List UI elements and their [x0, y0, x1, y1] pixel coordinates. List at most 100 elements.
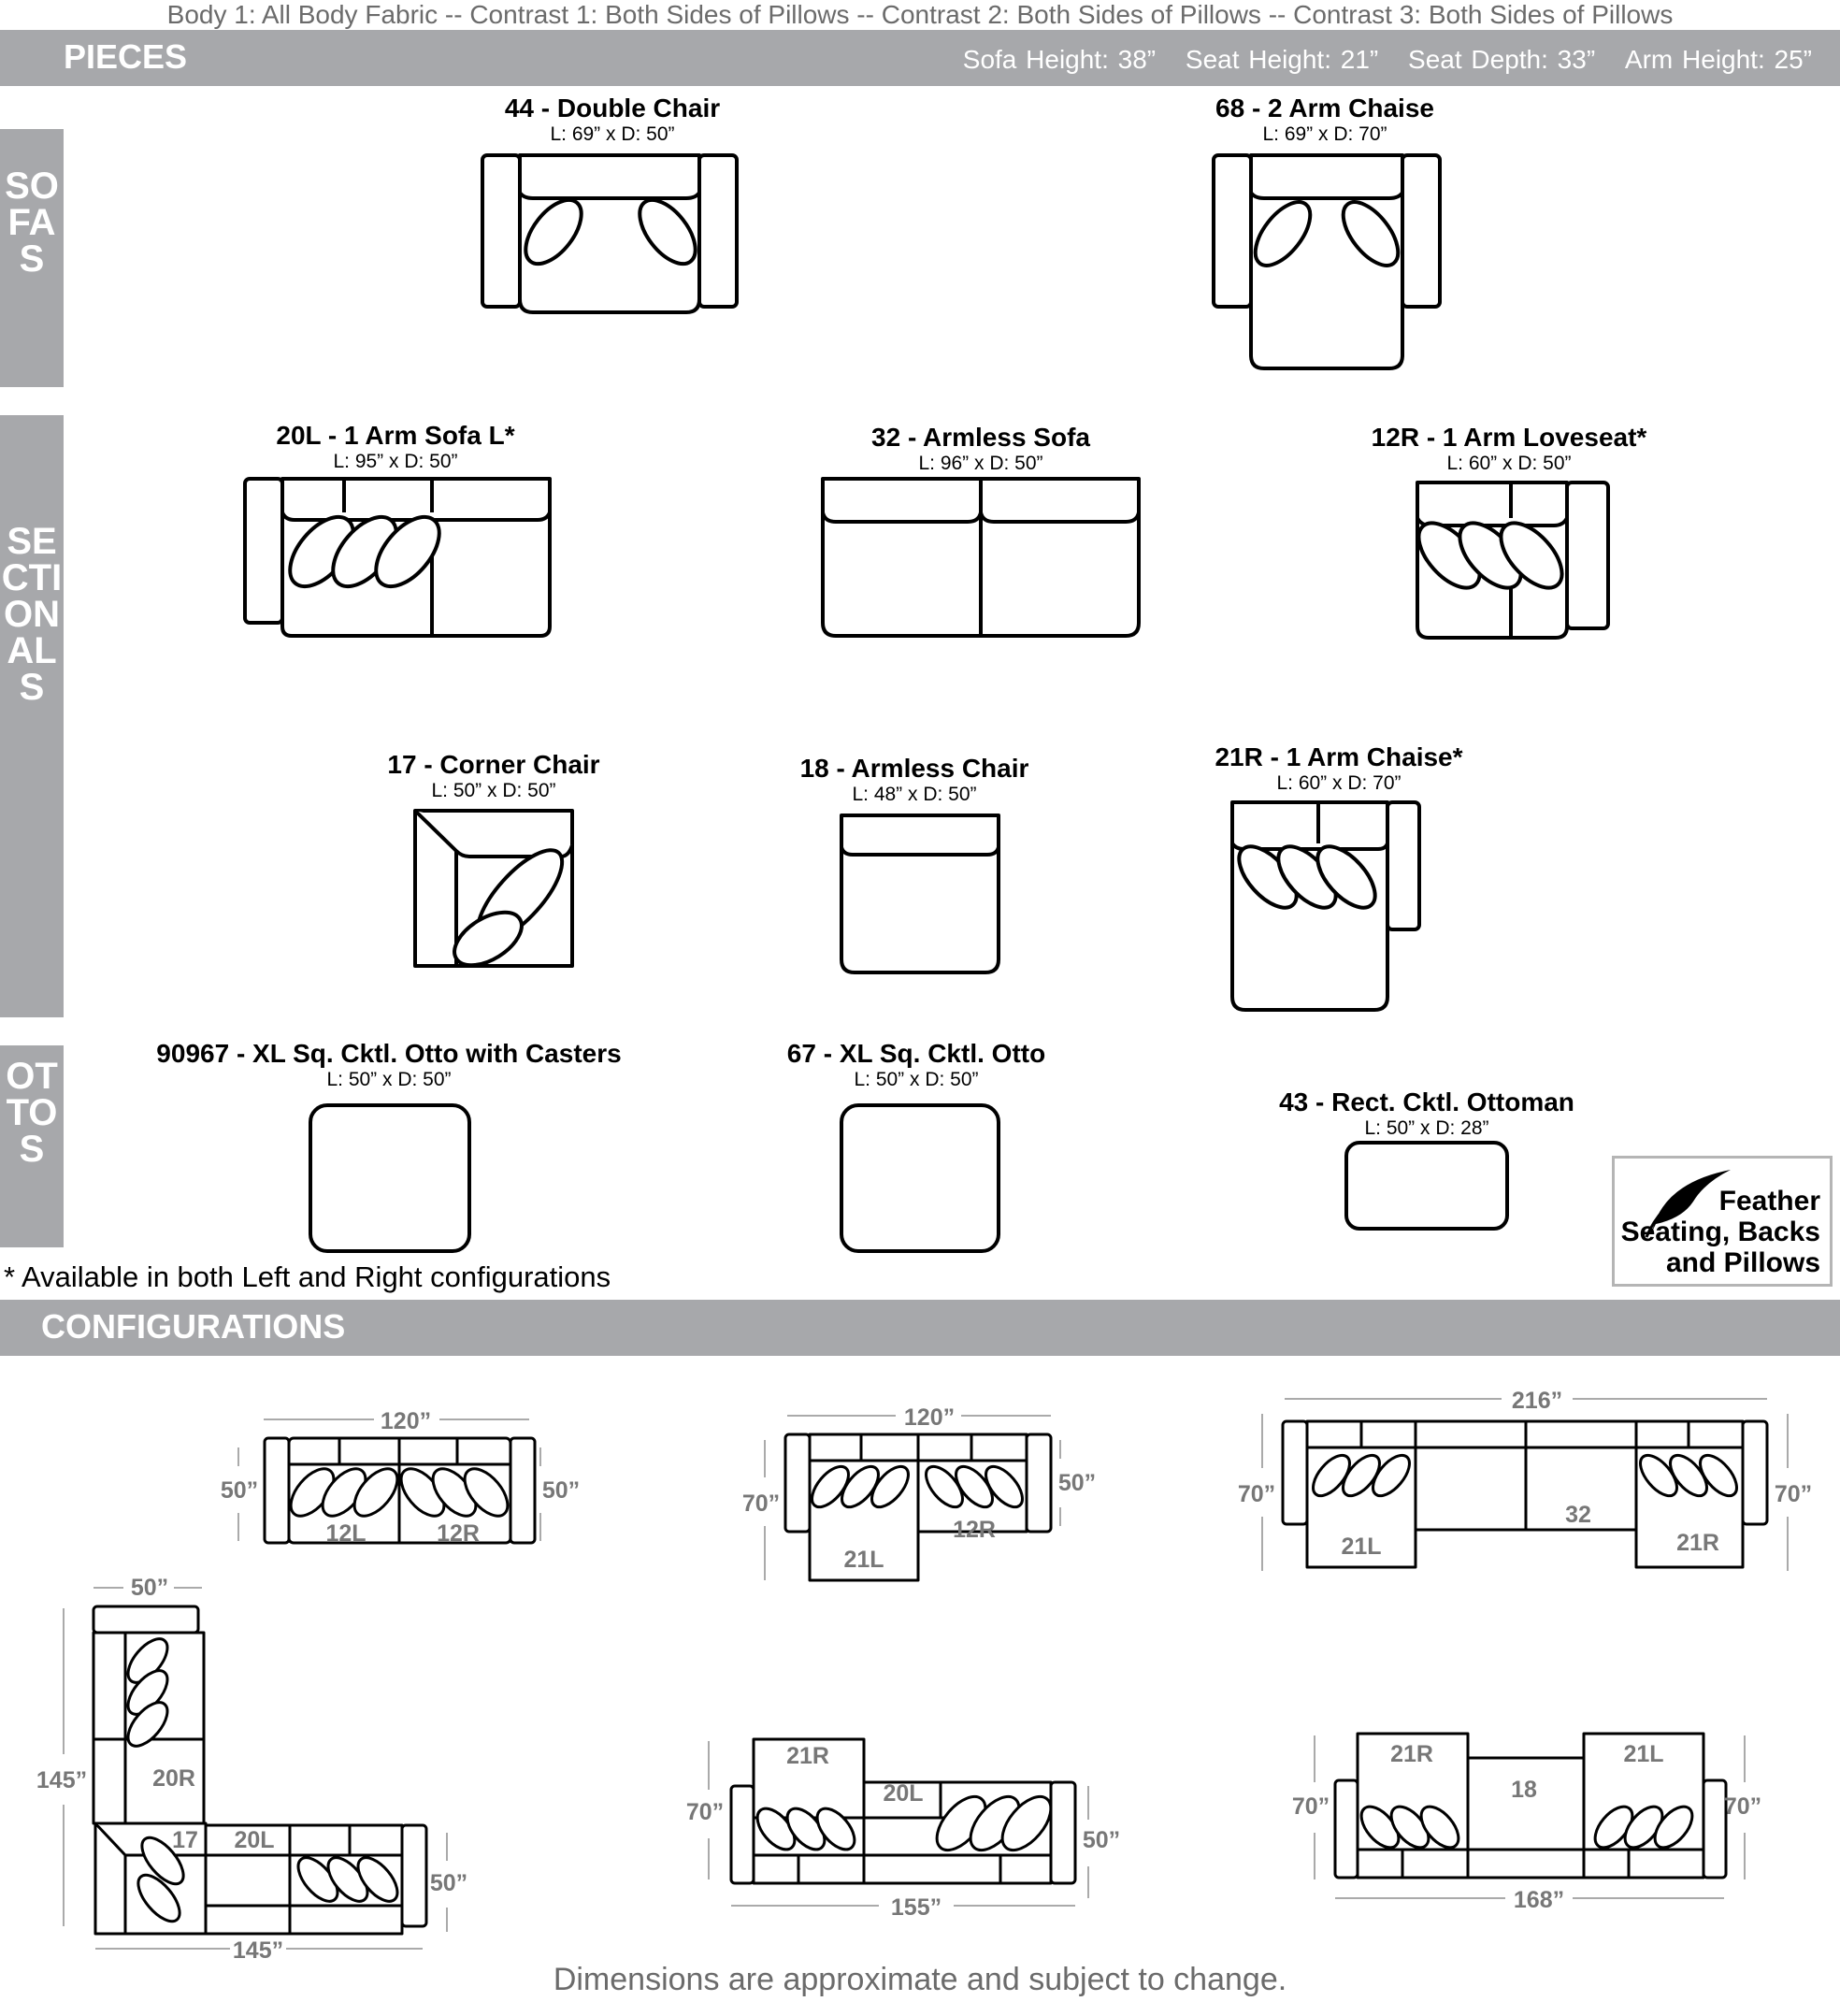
config-4-top-width: 50”: [131, 1575, 168, 1601]
seat-depth-spec: Seat Depth: 33”: [1408, 45, 1596, 74]
one-arm-sofa-l-drawing: [243, 477, 552, 638]
piece-44: 44 - Double Chair L: 69” x D: 50”: [407, 94, 818, 146]
ottos-side-label: OTTOS: [6, 1056, 58, 1170]
piece-title: 21R - 1 Arm Chaise*: [1215, 742, 1463, 771]
config-4-width: 145”: [233, 1937, 283, 1964]
one-arm-loveseat-r-drawing: [1416, 481, 1610, 640]
config-3-section-32: 32: [1565, 1502, 1591, 1528]
config-2-left-depth: 70”: [742, 1490, 780, 1517]
config-5-right-depth: 50”: [1083, 1827, 1120, 1853]
config-2-section-12r: 12R: [953, 1517, 996, 1543]
configurations-heading: CONFIGURATIONS: [41, 1307, 346, 1346]
sofas-side-tab: SOFAS: [0, 129, 64, 387]
feather-line: and Pillows: [1665, 1247, 1820, 1278]
xl-sq-otto-casters-drawing: [309, 1103, 471, 1253]
config-1-left-depth: 50”: [221, 1477, 258, 1504]
piece-title: 17 - Corner Chair: [387, 750, 600, 779]
armless-chair-drawing: [840, 814, 1000, 974]
piece-dims: L: 48” x D: 50”: [852, 784, 977, 805]
piece-title: 67 - XL Sq. Cktl. Otto: [786, 1039, 1046, 1068]
config-6-left-depth: 70”: [1292, 1793, 1330, 1820]
piece-dims: L: 60” x D: 50”: [1446, 453, 1572, 474]
arm-height-spec: Arm Height: 25”: [1624, 45, 1812, 74]
piece-dims: L: 69” x D: 70”: [1262, 123, 1387, 145]
one-arm-chaise-r-drawing: [1230, 800, 1421, 1012]
config-6-right-depth: 70”: [1724, 1793, 1761, 1820]
config-3-section-21l: 21L: [1341, 1534, 1381, 1560]
config-2-section-21l: 21L: [843, 1547, 884, 1573]
piece-21r: 21R - 1 Arm Chaise* L: 60” x D: 70”: [1133, 742, 1545, 795]
armless-sofa-drawing: [821, 477, 1141, 638]
config-6-section-18: 18: [1511, 1777, 1537, 1803]
piece-dims: L: 50” x D: 28”: [1364, 1117, 1489, 1139]
config-5-section-20l: 20L: [883, 1780, 923, 1807]
feather-line: Feather: [1718, 1186, 1820, 1217]
piece-dims: L: 60” x D: 70”: [1276, 772, 1402, 794]
spec-list: Sofa Height: 38” Seat Height: 21” Seat D…: [942, 45, 1812, 75]
sofas-side-label: SOFAS: [5, 166, 59, 280]
config-6-width: 168”: [1514, 1887, 1564, 1913]
piece-title: 44 - Double Chair: [504, 94, 721, 122]
feather-line: Seating, Backs: [1620, 1217, 1820, 1247]
config-4-right-depth: 50”: [430, 1870, 467, 1896]
config-5-left-depth: 70”: [686, 1799, 724, 1825]
sectionals-side-tab: SECTIONALS: [0, 415, 64, 1017]
config-1-right-depth: 50”: [542, 1477, 580, 1504]
config-1-drawing: [263, 1436, 537, 1545]
config-6-section-21l: 21L: [1623, 1741, 1663, 1767]
config-1-width: 120”: [381, 1408, 431, 1434]
availability-note: * Available in both Left and Right confi…: [4, 1260, 611, 1293]
piece-20l: 20L - 1 Arm Sofa L* L: 95” x D: 50”: [190, 421, 601, 473]
config-1-section-12r: 12R: [437, 1520, 480, 1547]
piece-32: 32 - Armless Sofa L: 96” x D: 50”: [775, 423, 1186, 475]
config-6-section-21r: 21R: [1390, 1741, 1433, 1767]
footer-disclaimer: Dimensions are approximate and subject t…: [553, 1962, 1287, 1997]
piece-68: 68 - 2 Arm Chaise L: 69” x D: 70”: [1119, 94, 1531, 146]
sectionals-side-label: SECTIONALS: [1, 521, 63, 708]
seat-height-spec: Seat Height: 21”: [1185, 45, 1379, 74]
piece-dims: L: 96” x D: 50”: [918, 453, 1043, 474]
config-1-section-12l: 12L: [325, 1520, 366, 1547]
piece-title: 43 - Rect. Cktl. Ottoman: [1279, 1087, 1574, 1116]
piece-title: 90967 - XL Sq. Cktl. Otto with Casters: [156, 1039, 622, 1068]
config-6-drawing: [1333, 1732, 1728, 1879]
config-3-width: 216”: [1512, 1388, 1562, 1414]
sofa-height-spec: Sofa Height: 38”: [962, 45, 1157, 74]
pieces-heading: PIECES: [64, 37, 188, 76]
config-2-right-depth: 50”: [1058, 1470, 1096, 1496]
config-3-right-depth: 70”: [1775, 1481, 1812, 1507]
config-3-drawing: [1281, 1419, 1769, 1569]
piece-12r: 12R - 1 Arm Loveseat* L: 60” x D: 50”: [1303, 423, 1715, 475]
piece-title: 32 - Armless Sofa: [871, 423, 1090, 452]
pieces-header-bar: PIECES: [0, 30, 1840, 86]
piece-dims: L: 50” x D: 50”: [431, 780, 556, 801]
config-2-drawing: [783, 1433, 1053, 1582]
configurations-header-bar: CONFIGURATIONS: [0, 1300, 1840, 1356]
rect-ottoman-drawing: [1344, 1141, 1509, 1231]
xl-sq-otto-drawing: [840, 1103, 1000, 1253]
piece-dims: L: 69” x D: 50”: [550, 123, 675, 145]
piece-dims: L: 50” x D: 50”: [326, 1069, 452, 1090]
piece-title: 18 - Armless Chair: [799, 754, 1029, 783]
config-5-width: 155”: [891, 1894, 942, 1921]
piece-18: 18 - Armless Chair L: 48” x D: 50”: [709, 754, 1120, 806]
feather-icon: [1645, 1170, 1731, 1238]
config-5-section-21r: 21R: [786, 1743, 829, 1769]
config-3-section-21r: 21R: [1676, 1530, 1719, 1556]
config-2-width: 120”: [904, 1404, 955, 1431]
config-4-drawing: [92, 1605, 428, 1936]
piece-title: 68 - 2 Arm Chaise: [1215, 94, 1434, 122]
config-4-section-20r: 20R: [152, 1765, 195, 1792]
feather-badge: Feather Seating, Backs and Pillows: [1612, 1156, 1833, 1287]
piece-dims: L: 50” x D: 50”: [854, 1069, 979, 1090]
config-4-height: 145”: [36, 1767, 87, 1793]
piece-title: 20L - 1 Arm Sofa L*: [276, 421, 515, 450]
config-4-section-20l: 20L: [234, 1827, 274, 1853]
piece-17: 17 - Corner Chair L: 50” x D: 50”: [288, 750, 699, 802]
two-arm-chaise-drawing: [1212, 153, 1442, 370]
config-5-drawing: [729, 1737, 1077, 1885]
piece-90967: 90967 - XL Sq. Cktl. Otto with Casters L…: [146, 1039, 632, 1091]
ottos-side-tab: OTTOS: [0, 1045, 64, 1247]
